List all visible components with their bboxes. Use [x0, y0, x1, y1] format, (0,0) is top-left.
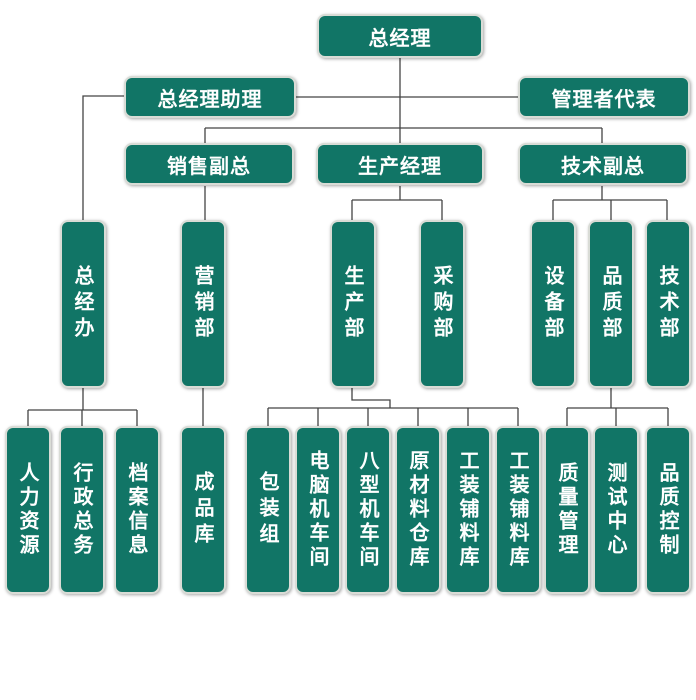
- connector-production: [351, 186, 443, 222]
- node-management-rep: 管理者代表: [518, 76, 690, 118]
- node-marketing-dept: 营销部: [180, 220, 226, 388]
- node-gm-assistant: 总经理助理: [124, 76, 296, 118]
- node-quality-control: 品质控制: [645, 426, 691, 594]
- node-human-resources: 人力资源: [5, 426, 51, 594]
- node-raw-material-store: 原材料仓库: [395, 426, 441, 594]
- connector-production-units: [267, 388, 519, 428]
- node-production-dept: 生产部: [330, 220, 376, 388]
- node-pc-workshop: 电脑机车间: [295, 426, 341, 594]
- node-general-manager: 总经理: [317, 14, 483, 58]
- connector-assistant-office: [82, 95, 128, 222]
- node-testing-center: 测试中心: [593, 426, 639, 594]
- node-quality-management: 质量管理: [544, 426, 590, 594]
- node-packing-group: 包装组: [245, 426, 291, 594]
- node-production-manager: 生产经理: [316, 143, 484, 185]
- connector-deputies: [204, 127, 603, 145]
- node-admin-affairs: 行政总务: [59, 426, 105, 594]
- node-general-office: 总经办: [60, 220, 106, 388]
- node-archive-info: 档案信息: [114, 426, 160, 594]
- node-tooling-store-2: 工装铺料库: [495, 426, 541, 594]
- connector-quality-units: [566, 388, 669, 428]
- connector-office-units: [27, 388, 138, 428]
- node-purchasing-dept: 采购部: [419, 220, 465, 388]
- node-tooling-store-1: 工装铺料库: [445, 426, 491, 594]
- node-tech-dept: 技术部: [645, 220, 691, 388]
- node-finished-goods-store: 成品库: [180, 426, 226, 594]
- node-sales-deputy: 销售副总: [124, 143, 294, 185]
- node-quality-dept: 品质部: [588, 220, 634, 388]
- node-tech-deputy: 技术副总: [518, 143, 688, 185]
- node-equipment-dept: 设备部: [530, 220, 576, 388]
- node-type8-workshop: 八型机车间: [345, 426, 391, 594]
- connector-tech: [552, 186, 668, 222]
